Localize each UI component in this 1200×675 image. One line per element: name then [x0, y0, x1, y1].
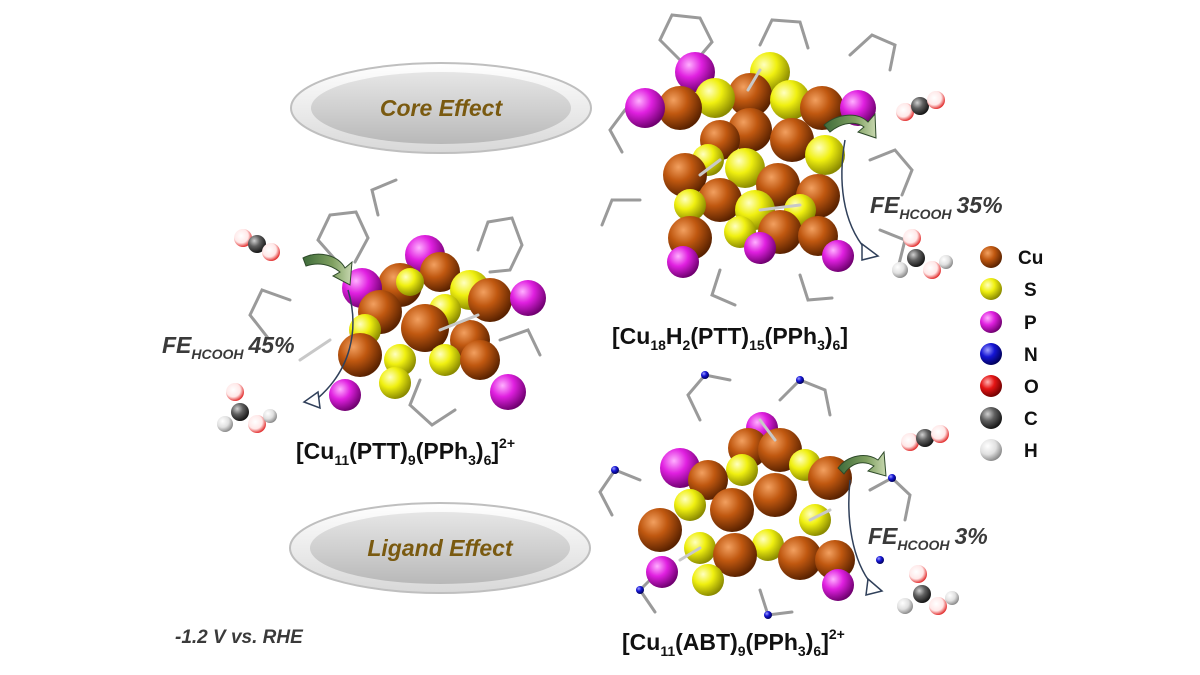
- co2-molecule-b: [896, 91, 945, 121]
- core-effect-pill: Core Effect: [290, 62, 592, 154]
- element-legend: Cu S P N O C H: [980, 246, 1043, 462]
- arrow-cu11-abt: [837, 450, 887, 596]
- hcooh-molecule-a: [217, 383, 277, 433]
- legend-item-n: N: [980, 343, 1038, 366]
- cluster-cu18-ptt: [625, 52, 876, 278]
- formula-cu11-ptt: [Cu11(PTT)9(PPh3)6]2+: [296, 435, 515, 468]
- formula-cu18-ptt: [Cu18H2(PTT)15(PPh3)6]: [612, 323, 848, 353]
- cluster-cu11-abt: [638, 412, 855, 601]
- legend-item-c: C: [980, 407, 1038, 430]
- hcooh-molecule-c: [897, 565, 959, 615]
- svg-text:N: N: [1024, 345, 1038, 366]
- ligand-bonds-front: [298, 68, 832, 562]
- formula-cu11-abt: [Cu11(ABT)9(PPh3)6]2+: [622, 626, 845, 659]
- co2-molecule-a: [234, 229, 280, 261]
- legend-item-p: P: [980, 311, 1037, 334]
- legend-item-o: O: [980, 375, 1039, 398]
- arrow-cu11-ptt: [302, 253, 354, 410]
- arrow-cu18-ptt: [823, 112, 880, 261]
- co2-molecule-c: [901, 425, 949, 451]
- svg-text:Cu: Cu: [1018, 248, 1043, 269]
- ligand-effect-label: Ligand Effect: [367, 535, 514, 561]
- cluster-cu11-ptt: [329, 235, 546, 411]
- legend-item-s: S: [980, 278, 1037, 301]
- legend-item-h: H: [980, 439, 1038, 462]
- core-effect-label: Core Effect: [380, 95, 504, 121]
- condition-label: -1.2 V vs. RHE: [175, 627, 304, 648]
- svg-text:S: S: [1024, 280, 1037, 301]
- svg-text:H: H: [1024, 441, 1038, 462]
- svg-text:C: C: [1024, 409, 1038, 430]
- ligand-effect-pill: Ligand Effect: [289, 502, 591, 594]
- svg-text:O: O: [1024, 377, 1039, 398]
- legend-item-cu: Cu: [980, 246, 1043, 269]
- svg-text:P: P: [1024, 313, 1037, 334]
- hcooh-molecule-b: [892, 229, 953, 279]
